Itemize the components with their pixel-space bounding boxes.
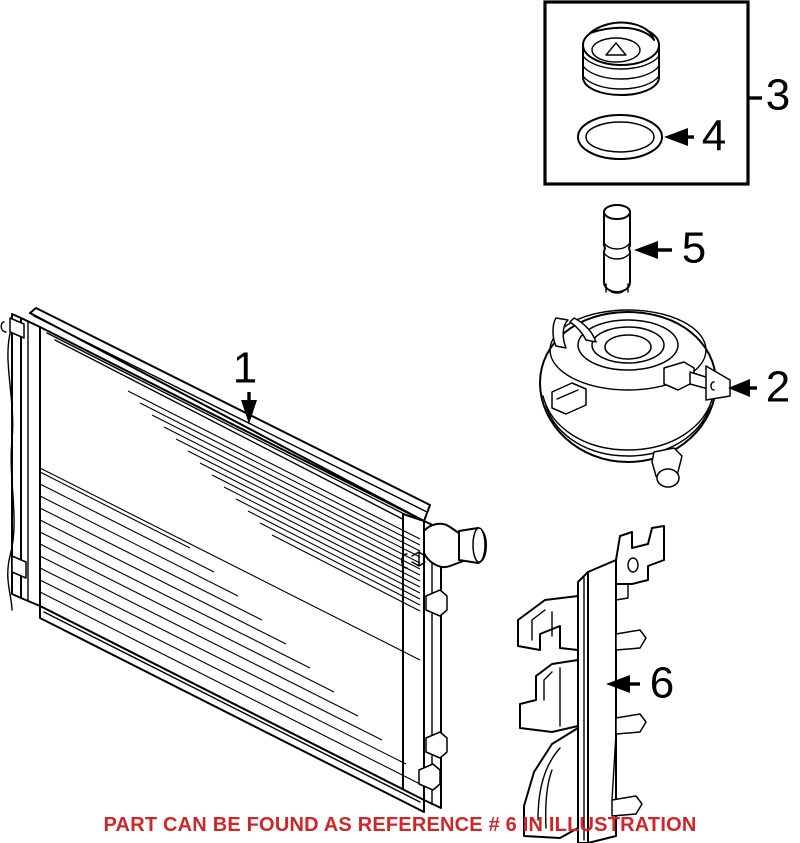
air-guide-spine-inner-2 <box>611 733 617 801</box>
part-coolant-expansion-tank <box>539 309 731 488</box>
hose-connector-body <box>603 211 631 293</box>
radiator-mount-tab-upper-left <box>9 317 25 339</box>
part-radiator-air-guide <box>517 525 665 843</box>
radiator-mount-tab-lower-left <box>11 555 27 579</box>
callout-6-number: 6 <box>650 659 674 708</box>
callout-6: 6 <box>606 659 674 708</box>
expansion-tank-girth-1 <box>542 395 714 451</box>
hose-connector-rib-lower <box>603 252 631 260</box>
callout-1-number: 1 <box>233 344 257 393</box>
callout-3-number: 3 <box>766 71 790 120</box>
expansion-tank-lug-left-slot <box>556 389 579 400</box>
air-guide-clip-upper <box>615 629 647 651</box>
radiator-mount-tab-mid-right <box>425 731 448 759</box>
expansion-tank-nipple-end <box>656 468 680 488</box>
cap-recess-oval <box>591 37 641 63</box>
hose-connector-barb-end <box>605 283 629 294</box>
callout-5-number: 5 <box>682 224 706 273</box>
expansion-tank-neck-inner <box>604 334 652 360</box>
radiator-left-side-tube <box>7 329 15 611</box>
callout-1-arrowhead <box>241 400 257 424</box>
radiator-core-face <box>39 326 425 801</box>
callout-4: 4 <box>664 112 726 161</box>
air-guide-clip-mid <box>615 713 647 735</box>
air-guide-bracket-step <box>615 583 629 601</box>
callout-2-arrowhead <box>728 379 750 397</box>
warning-triangle-icon <box>605 42 627 56</box>
radiator-right-tank <box>401 513 487 809</box>
callout-5-arrowhead <box>634 241 658 259</box>
expansion-tank-girth-2 <box>545 405 711 457</box>
air-guide-mid-wing-ribs <box>543 667 561 727</box>
part-hose-connector <box>603 204 631 294</box>
radiator-bottom-rail-line <box>43 611 421 803</box>
callout-6-arrowhead <box>606 675 630 693</box>
callout-2-number: 2 <box>766 363 790 412</box>
callout-1: 1 <box>233 344 257 424</box>
callout-2: 2 <box>728 363 790 412</box>
radiator-mount-hook-upper-left <box>0 321 7 333</box>
o-ring-inner <box>585 121 655 153</box>
cap-thread-2 <box>582 65 660 80</box>
air-guide-bracket-hole <box>627 557 639 573</box>
cap-thread-3 <box>582 75 660 90</box>
radiator-fin-lines-lower <box>39 471 421 785</box>
expansion-tank-shoulder <box>549 309 707 391</box>
cap-thread-1 <box>582 55 660 70</box>
callout-5: 5 <box>634 224 706 273</box>
radiator-top-depth-line <box>33 315 428 513</box>
part-radiator <box>0 307 487 813</box>
radiator-left-tank-outer <box>11 313 22 599</box>
expansion-tank-bracket-left <box>552 317 569 349</box>
air-guide-spine-edge <box>577 571 589 843</box>
part-coolant-reservoir-cap <box>582 21 660 96</box>
part-cap-seal-o-ring <box>577 114 663 160</box>
radiator-mount-tab-upper-right <box>425 589 448 617</box>
expansion-tank-flange-notch <box>710 381 715 391</box>
air-guide-clip-lower <box>611 795 643 817</box>
radiator-left-tank <box>0 313 41 611</box>
expansion-tank-flange-right <box>705 365 731 401</box>
callout-4-number: 4 <box>702 112 726 161</box>
radiator-mount-tab-lower-right <box>418 763 441 791</box>
air-guide-lower-skirt <box>523 727 579 839</box>
reference-caption: PART CAN BE FOUND AS REFERENCE # 6 IN IL… <box>103 814 697 836</box>
air-guide-upper-wing-ribs <box>531 609 553 641</box>
callout-4-arrowhead <box>664 128 688 146</box>
air-guide-top-bracket <box>615 525 665 585</box>
radiator-core-top-edge-inner2 <box>54 339 421 529</box>
radiator-core-top-edge-inner <box>46 332 421 523</box>
cap-grip-bar <box>589 21 655 41</box>
air-guide-mid-wing <box>519 659 579 733</box>
expansion-tank-bracket-fin <box>569 317 597 343</box>
cap-and-seal-detail-box <box>543 0 750 186</box>
hose-connector-top <box>603 204 631 220</box>
callout-3: 3 <box>748 71 790 120</box>
radiator-core-divider <box>39 467 421 661</box>
air-guide-lower-skirt-ribs <box>537 747 561 829</box>
air-guide-upper-wing <box>517 595 579 651</box>
radiator-bottom-rail <box>39 605 425 813</box>
radiator-outlet-opening <box>472 527 486 563</box>
radiator-fin-lines-upper <box>127 390 421 612</box>
hose-connector-rib-upper <box>603 242 631 250</box>
